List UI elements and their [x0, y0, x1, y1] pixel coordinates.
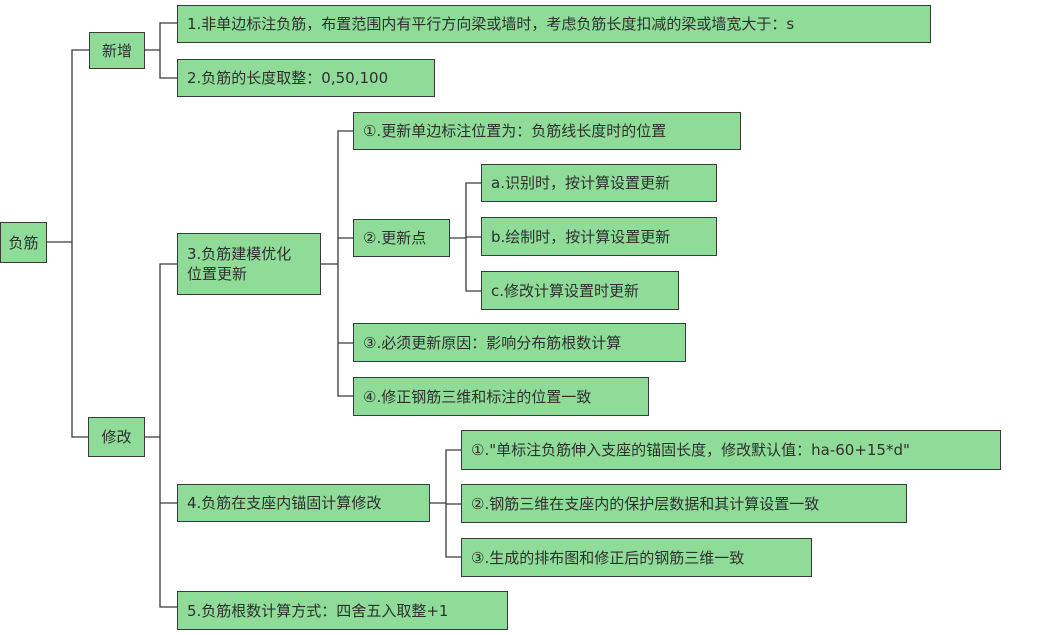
modify-item-5[interactable]: 5.负筋根数计算方式：四舍五入取整+1: [177, 591, 508, 630]
connector-root: [46, 49, 90, 438]
item3-sub-3[interactable]: ③.必须更新原因：影响分布筋根数计算: [353, 323, 686, 362]
item3-sub-1[interactable]: ①.更新单边标注位置为：负筋线长度时的位置: [353, 112, 741, 150]
connector-update-point: [449, 182, 482, 292]
connector-modify: [144, 263, 178, 608]
item3-sub-2[interactable]: ②.更新点: [353, 219, 450, 257]
root-node[interactable]: 负筋: [0, 222, 47, 263]
modify-item-3[interactable]: 3.负筋建模优化 位置更新: [177, 233, 321, 295]
item4-child-3[interactable]: ③.生成的排布图和修正后的钢筋三维一致: [461, 538, 812, 577]
modify-item-4[interactable]: 4.负筋在支座内锚固计算修改: [177, 484, 430, 522]
update-point-a[interactable]: a.识别时，按计算设置更新: [481, 164, 717, 202]
item3-sub-4[interactable]: ④.修正钢筋三维和标注的位置一致: [353, 377, 649, 416]
add-item-1[interactable]: 1.非单边标注负筋，布置范围内有平行方向梁或墙时，考虑负筋长度扣减的梁或墙宽大于…: [177, 5, 931, 43]
add-item-2[interactable]: 2.负筋的长度取整：0,50,100: [177, 59, 435, 97]
update-point-c[interactable]: c.修改计算设置时更新: [481, 271, 679, 310]
branch-add[interactable]: 新增: [89, 32, 145, 69]
branch-modify[interactable]: 修改: [88, 417, 145, 457]
connector-add: [144, 22, 178, 79]
item4-child-1[interactable]: ①."单标注负筋伸入支座的锚固长度，修改默认值：ha-60+15*d": [461, 430, 1001, 470]
connector-item3: [321, 130, 354, 397]
connector-item4: [429, 449, 462, 558]
item4-child-2[interactable]: ②.钢筋三维在支座内的保护层数据和其计算设置一致: [461, 484, 907, 523]
update-point-b[interactable]: b.绘制时，按计算设置更新: [481, 217, 717, 256]
